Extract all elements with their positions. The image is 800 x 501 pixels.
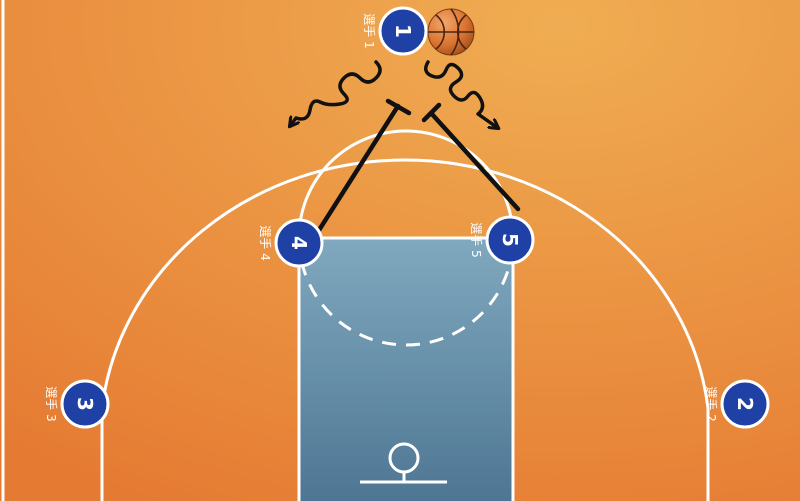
player-4-number: 4 [287,236,311,250]
player-4[interactable]: 4 選手 4 [258,218,324,268]
screen-line-5 [428,110,521,212]
player-4-marker [274,218,324,268]
screen-line-4 [311,103,401,241]
screen-bar-5 [421,102,442,123]
player-1[interactable]: 1 選手 1 [362,6,428,56]
player-3-marker [60,379,110,429]
player-2-marker [720,379,770,429]
basketball-icon [427,8,475,56]
player-5-marker [485,215,535,265]
player-5-number: 5 [498,233,522,247]
player-5-label: 選手 5 [469,222,483,257]
screen-bar-4 [385,98,412,116]
paint-area [297,236,515,501]
player-3-number: 3 [73,397,97,411]
player-5[interactable]: 5 選手 5 [469,215,535,265]
player-1-marker [378,6,428,56]
player-2-label: 選手 2 [704,386,718,421]
dribble-path-left [290,60,382,126]
hoop [388,442,420,474]
player-2[interactable]: 2 選手 2 [704,379,770,429]
three-point-line [100,158,710,501]
player-1-number: 1 [391,24,415,38]
player-3-label: 選手 3 [44,386,58,421]
player-1-label: 選手 1 [362,13,376,48]
free-throw-circle-dashed [297,237,515,347]
player-3[interactable]: 3 選手 3 [44,379,110,429]
player-2-number: 2 [733,397,757,411]
dribble-path-right [424,60,498,128]
player-4-label: 選手 4 [258,225,272,260]
